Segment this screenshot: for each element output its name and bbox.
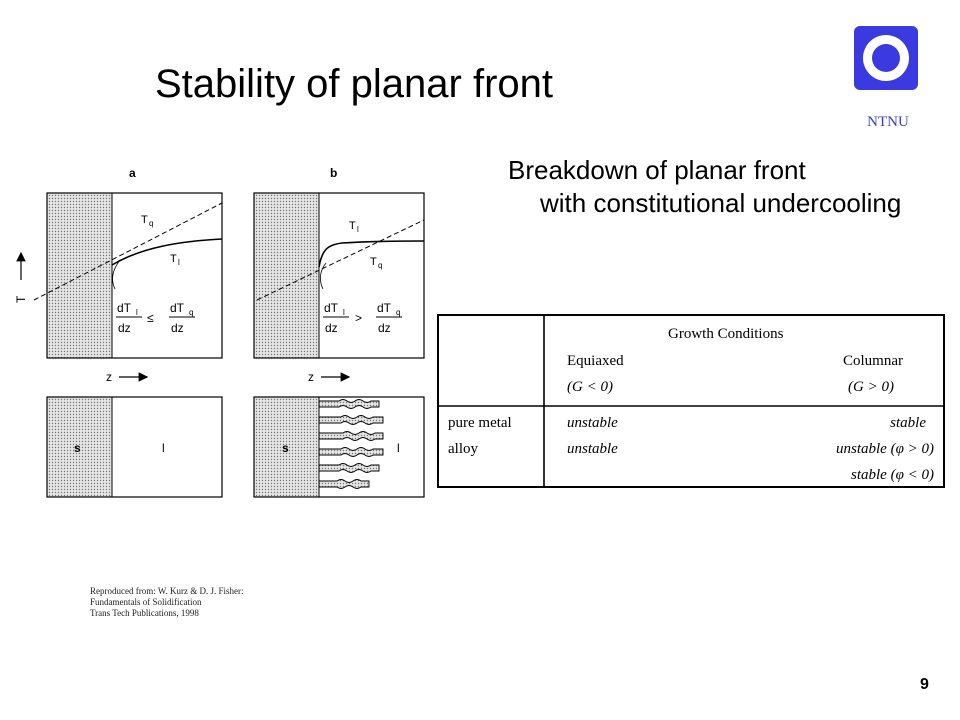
ntnu-logo xyxy=(854,26,918,90)
caption-line-3: Trans Tech Publications, 1998 xyxy=(90,608,199,618)
cell-alloy-columnar-2: stable (φ < 0) xyxy=(851,467,934,483)
caption-line-1: Reproduced from: W. Kurz & D. J. Fisher: xyxy=(90,586,244,596)
slide-title: Stability of planar front xyxy=(155,62,553,106)
col-equiaxed: Equiaxed xyxy=(567,353,624,369)
axis-t-label: T xyxy=(14,295,28,303)
col-columnar-cond: (G > 0) xyxy=(848,379,894,395)
solid-label-b: s xyxy=(282,441,289,455)
col-equiaxed-cond: (G < 0) xyxy=(567,379,613,395)
panel-a-upper: T q T l dT l dz ≤ dT q dz xyxy=(33,192,223,359)
cell-alloy-columnar-1: unstable (φ > 0) xyxy=(836,441,934,457)
tl-sub-b: l xyxy=(357,225,359,234)
caption-line-2: Fundamentals of Solidification xyxy=(90,597,202,607)
dz-a-2: dz xyxy=(171,321,184,335)
solid-label-a: s xyxy=(74,441,81,455)
tl-sub-a: l xyxy=(178,258,180,267)
row-label-alloy: alloy xyxy=(448,441,478,457)
rel-a: ≤ xyxy=(147,311,154,325)
page-number: 9 xyxy=(920,676,929,693)
dtl-sub-a: l xyxy=(136,308,138,317)
cell-alloy-equiaxed: unstable xyxy=(567,441,618,457)
panel-a-label: a xyxy=(129,166,136,180)
dtl-a: dT xyxy=(117,301,132,315)
rel-b: > xyxy=(355,311,362,325)
dtq-sub-b: q xyxy=(396,308,400,317)
table-header: Growth Conditions xyxy=(668,326,784,342)
dtl-sub-b: l xyxy=(343,308,345,317)
dz-b-2: dz xyxy=(378,321,391,335)
dtq-sub-a: q xyxy=(189,308,193,317)
bullet-line-1: Breakdown of planar front xyxy=(508,155,806,185)
tq-sub-b: q xyxy=(378,261,382,270)
tq-sub-a: q xyxy=(149,219,153,228)
growth-conditions-table: Growth Conditions Equiaxed Columnar (G <… xyxy=(436,313,946,498)
panel-b-upper: T l T q dT l dz > dT q dz xyxy=(253,192,425,359)
dtl-b: dT xyxy=(324,301,339,315)
cell-pure-equiaxed: unstable xyxy=(567,415,618,431)
tl-label-b: T xyxy=(349,220,356,232)
stability-figure: a b T T q T l dT l dz ≤ dT q dz T l T q xyxy=(14,166,425,498)
dtq-b: dT xyxy=(377,301,392,315)
dz-a-1: dz xyxy=(118,321,131,335)
logo-text: NTNU xyxy=(867,114,909,130)
liquid-label-b: l xyxy=(397,441,400,455)
bullet-line-2: with constitutional undercooling xyxy=(540,188,902,218)
tq-label-a: T xyxy=(141,214,148,226)
liquid-label-a: l xyxy=(162,441,165,455)
bullet-text: Breakdown of planar front with constitut… xyxy=(508,154,908,220)
panel-a-lower: s l xyxy=(46,396,223,498)
col-columnar: Columnar xyxy=(843,353,903,369)
axis-z-label-a: z xyxy=(106,370,112,384)
panel-b-lower: s l xyxy=(253,396,425,498)
figure-caption: Reproduced from: W. Kurz & D. J. Fisher:… xyxy=(90,586,243,619)
panel-b-label: b xyxy=(330,166,337,180)
row-label-pure-metal: pure metal xyxy=(448,415,512,431)
tl-label-a: T xyxy=(170,253,177,265)
dz-b-1: dz xyxy=(325,321,338,335)
cell-pure-columnar: stable xyxy=(890,415,926,431)
axis-z-label-b: z xyxy=(308,370,314,384)
tq-label-b: T xyxy=(370,256,377,268)
dtq-a: dT xyxy=(170,301,185,315)
